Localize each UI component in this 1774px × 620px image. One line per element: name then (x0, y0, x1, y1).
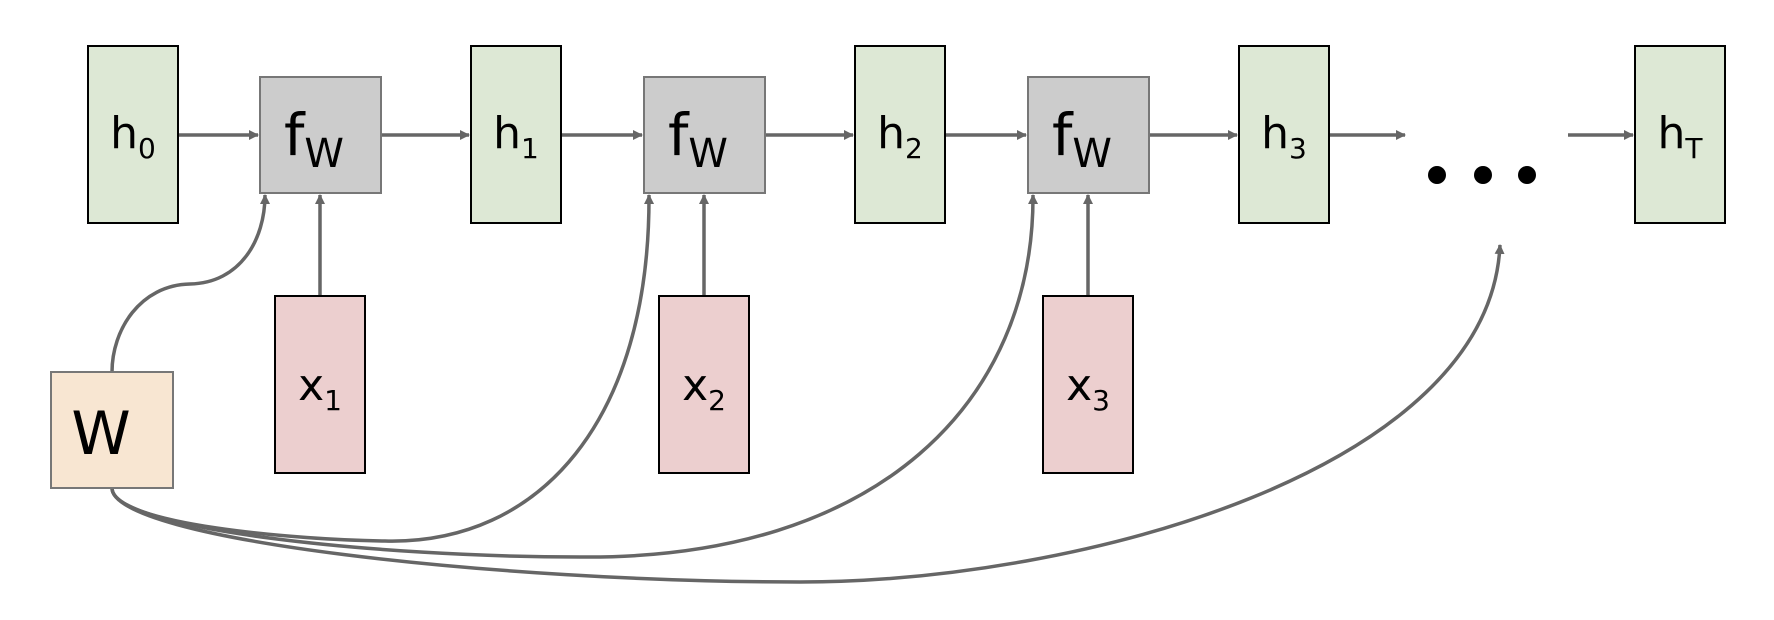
node-label: x (682, 360, 708, 411)
node-subscript: W (1072, 131, 1112, 177)
node-subscript: 2 (708, 384, 726, 417)
node-subscript: 2 (905, 132, 923, 165)
node-subscript: W (688, 131, 728, 177)
node-label: f (668, 101, 690, 169)
svg-text:fW: fW (284, 101, 344, 177)
node-label: h (1658, 108, 1686, 159)
node-subscript: 0 (138, 132, 156, 165)
node-label: x (298, 360, 324, 411)
weight-node: W (50, 371, 174, 489)
ellipsis-dot (1428, 166, 1446, 184)
node-subscript: 3 (1092, 384, 1110, 417)
svg-text:fW: fW (1052, 101, 1112, 177)
function-node: fW (643, 76, 766, 194)
svg-text:h2: h2 (877, 108, 923, 165)
node-label: h (110, 108, 138, 159)
input-node: x2 (658, 295, 750, 474)
node-subscript: T (1684, 132, 1703, 165)
ellipsis (1428, 166, 1536, 184)
svg-text:x1: x1 (298, 360, 342, 417)
edge-w-fw3 (110, 194, 1039, 559)
input-node: x1 (274, 295, 366, 474)
svg-text:x3: x3 (1066, 360, 1110, 417)
svg-text:fW: fW (668, 101, 728, 177)
node-label: x (1066, 360, 1092, 411)
function-nodes: fW fW fW (259, 76, 1150, 194)
hidden-state-node: h0 (87, 45, 179, 224)
function-node: fW (1027, 76, 1150, 194)
hidden-state-node: h3 (1238, 45, 1330, 224)
weight-label: W (71, 399, 130, 469)
ellipsis-dot (1518, 166, 1536, 184)
svg-text:h3: h3 (1261, 108, 1307, 165)
node-label: f (284, 101, 306, 169)
ellipsis-dot (1474, 166, 1492, 184)
svg-text:h0: h0 (110, 108, 156, 165)
edge-w-fw2 (110, 194, 655, 543)
input-node: x3 (1042, 295, 1134, 474)
svg-text:x2: x2 (682, 360, 726, 417)
hidden-state-node: hT (1634, 45, 1726, 224)
node-subscript: 1 (324, 384, 342, 417)
node-subscript: 3 (1289, 132, 1307, 165)
edge-w-ellipsis (110, 244, 1505, 584)
edge-w-fw1 (110, 194, 270, 373)
function-node: fW (259, 76, 382, 194)
node-label: f (1052, 101, 1074, 169)
input-nodes: x1 x2 x3 (274, 295, 1134, 474)
node-label: h (877, 108, 905, 159)
hidden-state-node: h1 (470, 45, 562, 224)
node-subscript: W (304, 131, 344, 177)
svg-text:h1: h1 (493, 108, 539, 165)
svg-text:hT: hT (1658, 108, 1704, 165)
hidden-state-node: h2 (854, 45, 946, 224)
hidden-states: h0 h1 h2 h3 hT (87, 45, 1726, 224)
node-subscript: 1 (521, 132, 539, 165)
node-label: h (493, 108, 521, 159)
node-label: h (1261, 108, 1289, 159)
